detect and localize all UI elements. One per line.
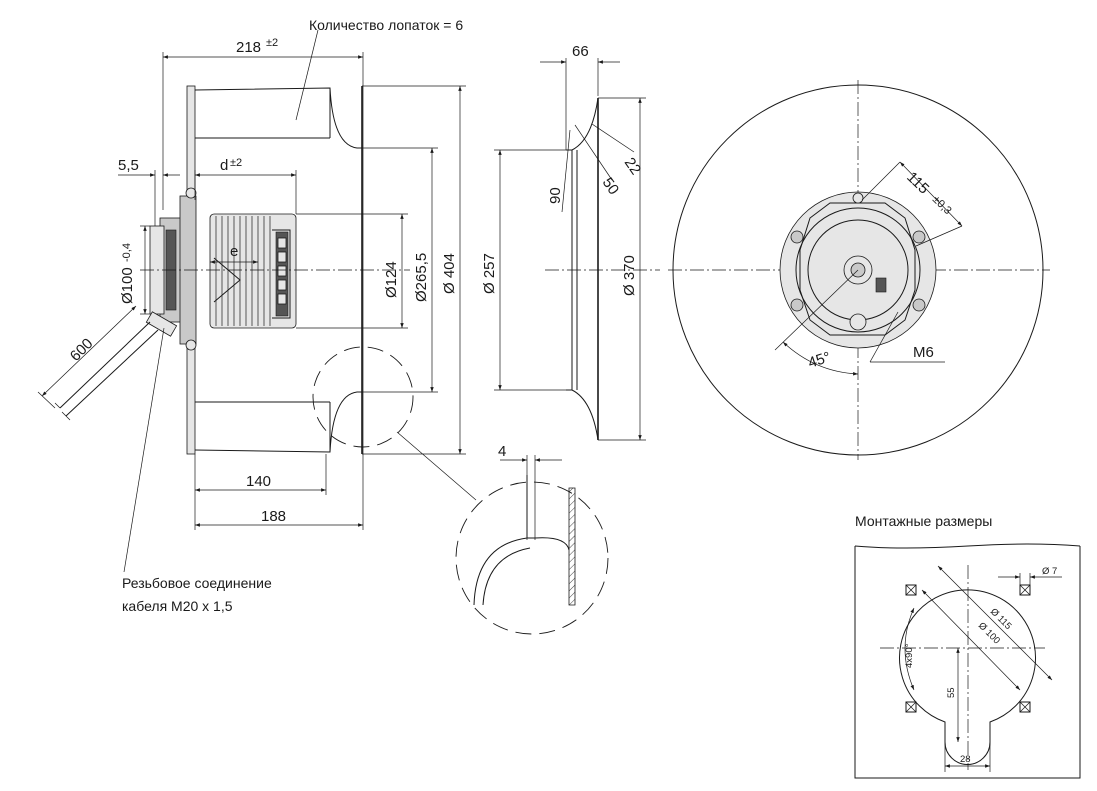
blade-count-label: Количество лопаток = 6 bbox=[309, 17, 463, 33]
dim-dia-124: Ø124 bbox=[383, 261, 400, 298]
bolt-hole bbox=[1019, 701, 1031, 713]
dim-d: d bbox=[220, 157, 228, 174]
dim-front-115: 115 bbox=[903, 169, 932, 198]
side-view bbox=[37, 29, 477, 573]
dim-cable-600: 600 bbox=[67, 335, 97, 365]
dim-218: 218 bbox=[236, 39, 261, 56]
mount-dia-7: Ø 7 bbox=[1042, 566, 1057, 577]
bolt-hole bbox=[1019, 584, 1031, 596]
dim-detail-4: 4 bbox=[498, 443, 506, 460]
dim-angle-45: 45° bbox=[806, 349, 833, 372]
dim-dia-265-5: Ø265,5 bbox=[413, 253, 430, 302]
dim-dia-100-tolerance: -0,4 bbox=[121, 243, 133, 262]
dim-66: 66 bbox=[572, 43, 589, 60]
dim-dia-370: Ø 370 bbox=[621, 255, 638, 296]
dim-dia-404: Ø 404 bbox=[441, 253, 458, 294]
mounting-title: Монтажные размеры bbox=[855, 513, 992, 529]
dim-5-5: 5,5 bbox=[118, 157, 139, 174]
dim-d-tolerance: ±2 bbox=[230, 157, 242, 169]
thread-m6-label: M6 bbox=[913, 344, 934, 361]
dim-218-tolerance: ±2 bbox=[266, 37, 278, 49]
cable-gland-label-line2: кабеля M20 x 1,5 bbox=[122, 598, 233, 614]
detail-enlarged bbox=[455, 455, 609, 635]
dim-140: 140 bbox=[246, 473, 271, 490]
mounting-view bbox=[854, 543, 1081, 779]
dim-radius-22: 22 bbox=[621, 155, 644, 178]
mount-dim-28: 28 bbox=[960, 754, 971, 765]
mount-angle-4x90: 4x90° bbox=[904, 643, 915, 668]
rotor-ribs bbox=[215, 216, 271, 326]
mount-dim-55: 55 bbox=[946, 687, 957, 698]
front-view bbox=[668, 80, 1050, 460]
dim-dia-257: Ø 257 bbox=[481, 253, 498, 294]
bolt-hole bbox=[905, 701, 917, 713]
dim-dia-100: Ø100 bbox=[119, 267, 136, 304]
dim-angle-90: 90 bbox=[547, 187, 564, 204]
dim-188: 188 bbox=[261, 508, 286, 525]
cable-gland-label-line1: Резьбовое соединение bbox=[122, 575, 272, 591]
bolt-hole bbox=[905, 584, 917, 596]
dim-radius-50: 50 bbox=[599, 175, 622, 198]
section-view bbox=[455, 58, 660, 635]
dim-e: e bbox=[230, 243, 238, 260]
